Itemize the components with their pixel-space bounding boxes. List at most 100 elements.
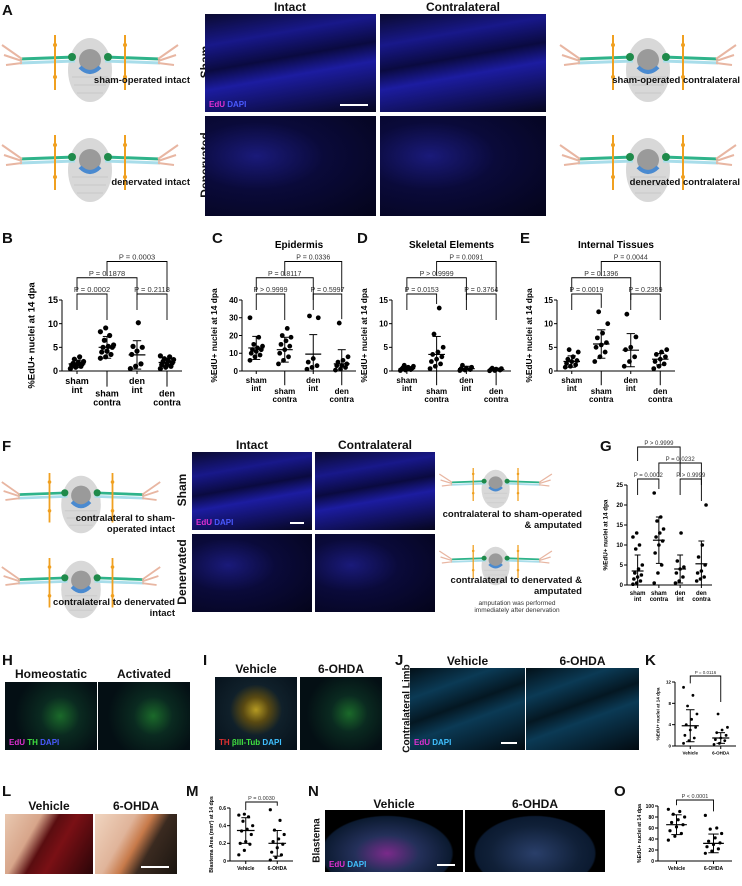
x-tick-label: contra — [650, 597, 669, 603]
x-tick-label: Vehicle — [682, 751, 698, 756]
panel-label-b: B — [2, 230, 13, 247]
y-tick-label: 10 — [379, 319, 388, 328]
data-point — [652, 581, 656, 585]
data-point — [307, 313, 312, 319]
n-image-6ohda — [465, 810, 605, 872]
f-image-den-contralateral — [315, 534, 435, 612]
data-point — [315, 315, 321, 321]
x-tick-label: int — [567, 384, 577, 393]
data-point — [726, 725, 729, 729]
x-tick-label: 6-OHDA — [268, 866, 288, 872]
stain-edu: EdU — [329, 860, 345, 869]
panel-label-l: L — [2, 783, 12, 800]
data-point — [71, 356, 77, 362]
data-point — [81, 358, 87, 365]
stain-edu: EdU — [414, 738, 430, 747]
p-value-label: P = 0.0002 — [74, 285, 110, 294]
y-tick-label: 30 — [229, 314, 238, 323]
x-tick-label: Vehicle — [237, 866, 254, 872]
data-point — [99, 349, 105, 355]
data-point — [723, 739, 727, 743]
h-image-activated — [98, 682, 190, 750]
significance-bracket — [637, 478, 660, 495]
x-tick-label: den — [624, 376, 638, 385]
data-point — [314, 363, 320, 369]
data-point — [675, 559, 680, 563]
data-point — [428, 359, 434, 364]
data-point — [277, 837, 281, 841]
panel-label-e: E — [520, 230, 531, 247]
data-point — [653, 352, 659, 357]
data-point — [270, 850, 274, 854]
y-tick-label: 10 — [616, 543, 623, 549]
x-tick-label: sham — [426, 387, 447, 396]
significance-bracket — [679, 478, 702, 501]
data-point — [696, 555, 701, 559]
scale-bar — [340, 104, 368, 106]
data-point — [703, 851, 707, 855]
schematic-sham-contralateral — [558, 15, 738, 115]
data-point — [438, 361, 443, 367]
data-point — [621, 363, 627, 369]
x-tick-label: sham — [396, 376, 417, 385]
data-point — [673, 581, 678, 585]
data-point — [277, 350, 283, 356]
j-image-6ohda — [526, 668, 639, 750]
data-point — [716, 712, 720, 716]
data-point — [694, 579, 699, 583]
j-image-vehicle: EdU DAPI — [410, 668, 525, 750]
l-col-vehicle: Vehicle — [28, 799, 70, 813]
data-point — [637, 543, 642, 547]
data-point — [460, 362, 465, 368]
significance-bracket — [600, 261, 661, 292]
significance-bracket — [284, 261, 343, 292]
l-photo-6ohda — [95, 814, 177, 874]
significance-bracket — [76, 277, 138, 300]
data-point — [135, 320, 141, 326]
data-point — [268, 808, 272, 812]
y-tick-label: 15 — [616, 523, 623, 529]
data-point — [655, 519, 659, 523]
data-point — [238, 841, 242, 845]
data-point — [659, 563, 664, 567]
data-point — [703, 813, 707, 817]
chart-title: Skeletal Elements — [409, 240, 494, 251]
data-point — [242, 812, 246, 816]
x-tick-label: sham — [65, 376, 89, 386]
data-point — [279, 333, 285, 338]
data-point — [333, 367, 338, 373]
data-point — [564, 361, 569, 366]
y-tick-label: 5 — [53, 342, 58, 352]
data-point — [651, 366, 657, 372]
caption-sham-intact: sham-operated intact — [93, 75, 190, 86]
y-tick-label: 5 — [549, 343, 554, 352]
data-point — [691, 693, 695, 697]
data-point — [720, 831, 724, 836]
p-value-label: P = 0.0336 — [296, 255, 330, 262]
data-point — [288, 334, 294, 340]
y-tick-label: 0 — [223, 859, 226, 865]
data-point — [271, 839, 275, 844]
data-point — [632, 577, 636, 581]
y-tick-label: 20 — [229, 331, 238, 340]
data-point — [284, 326, 290, 331]
y-axis-label: %EdU+ nuclei at 14 dpa — [655, 687, 661, 740]
data-point — [713, 738, 717, 741]
y-tick-label: 0 — [234, 367, 239, 376]
col-title-intact: Intact — [273, 0, 306, 14]
x-tick-label: sham — [561, 376, 582, 385]
p-value-label: P = 0.0003 — [119, 253, 155, 262]
data-point — [631, 582, 635, 586]
schematic-f-sham-amputated — [438, 456, 553, 516]
x-tick-label: contra — [589, 395, 614, 404]
data-point — [683, 733, 687, 737]
data-point — [237, 813, 241, 817]
data-point — [336, 320, 342, 326]
data-point — [695, 571, 700, 575]
data-point — [592, 359, 598, 364]
x-tick-label: sham — [274, 387, 295, 396]
p-value-label: P = 0.0044 — [614, 255, 648, 262]
data-point — [279, 853, 284, 857]
